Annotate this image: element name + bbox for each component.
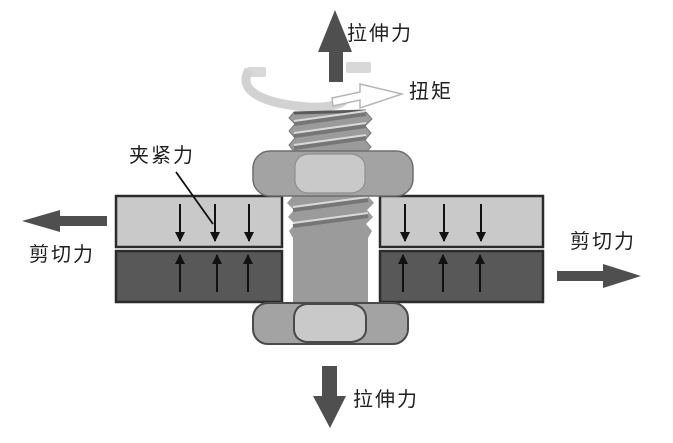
tensile-force-arrow-up [318,10,352,82]
nut [252,150,414,197]
stud-top-edge [293,109,367,115]
shear-force-arrow-left [22,210,107,232]
clamp-label-leader-line [175,171,214,225]
thread-highlight-lines [293,110,367,146]
label-tensile-force-top: 拉伸力 [347,23,413,45]
torque-arc-back-dash [247,67,266,77]
bolt-shank [287,196,374,306]
nut-hex-face [294,153,366,194]
tensile-force-arrow-down [313,366,346,428]
bolt-head-hex-face [293,303,367,343]
label-shear-force-left: 剪切力 [29,244,95,266]
plate-bottom-left [114,249,284,304]
label-tensile-force-bottom: 拉伸力 [353,389,419,411]
bolt-threaded-stud [288,109,373,153]
plate-bottom-right [378,249,545,304]
clamp-force-arrows [175,204,486,292]
thread-highlight-lines [292,196,369,224]
bolt-head [252,302,409,345]
label-clamping-force: 夹紧力 [129,145,195,167]
thread-groove-lines [293,112,367,150]
shear-force-arrow-right [557,264,641,288]
torque-arc [241,62,405,112]
torque-arc-back-dash [346,62,371,73]
shank-smooth [293,232,368,306]
plate-top-right [378,194,545,249]
label-shear-force-right: 剪切力 [570,231,636,253]
torque-arrowhead-icon [331,83,405,110]
thread-groove-lines [292,198,369,228]
label-torque: 扭矩 [409,81,453,103]
